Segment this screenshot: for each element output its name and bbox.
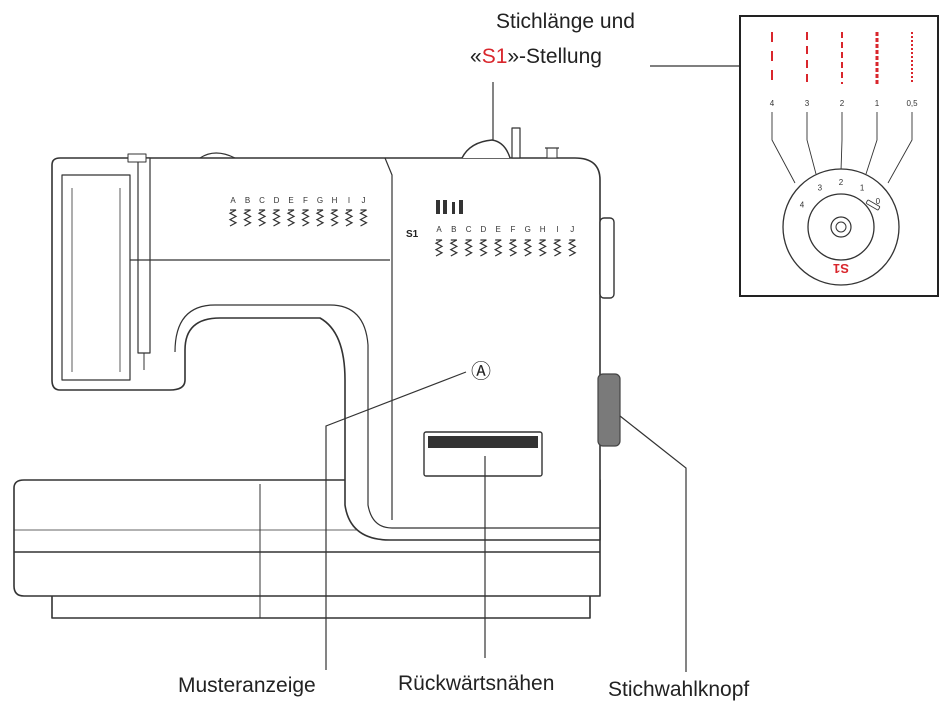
stitch-pattern-glyph	[493, 239, 503, 257]
quote-close: »-Stellung	[507, 45, 602, 68]
pattern-glyphs-right	[434, 239, 577, 257]
stitch-length-icons	[436, 200, 463, 214]
title-line-1: Stichlänge und	[496, 10, 635, 33]
panel-edge	[384, 157, 393, 520]
length-label: 0,5	[906, 99, 918, 108]
length-label: 4	[770, 99, 775, 108]
length-label: 1	[875, 99, 880, 108]
arm-inner-line	[174, 304, 600, 529]
pattern-letter: H	[332, 196, 338, 205]
label-stichwahlknopf: Stichwahlknopf	[608, 678, 749, 701]
dial-number: 3	[818, 183, 823, 192]
stitch-pattern-glyph	[567, 239, 577, 257]
pattern-letter: I	[556, 225, 558, 234]
pattern-letter: A	[436, 225, 442, 234]
label-musteranzeige: Musteranzeige	[178, 674, 316, 697]
stitch-length-knob	[461, 139, 511, 159]
pattern-glyphs-left	[228, 209, 368, 227]
sewing-machine	[13, 127, 621, 619]
callout-lines	[325, 65, 740, 672]
pattern-letter: E	[496, 225, 501, 234]
stitch-pattern-glyph	[228, 209, 238, 227]
stitch-pattern-glyph	[538, 239, 547, 257]
dial-connector	[806, 112, 817, 175]
dial-s1-mark	[865, 199, 881, 211]
pattern-letter: J	[570, 225, 574, 234]
handwheel	[599, 217, 615, 299]
stitch-pattern-glyph	[286, 209, 296, 227]
dial-number: 2	[839, 178, 844, 187]
stitch-selector-knob	[597, 373, 621, 447]
pattern-letter: D	[481, 225, 487, 234]
face-plate	[61, 174, 131, 381]
spool-holder-left	[199, 152, 236, 159]
dial-number: 1	[860, 183, 865, 192]
length-label: 2	[840, 99, 845, 108]
stitch-pattern-glyph	[330, 209, 339, 227]
s1-panel-label: S1	[406, 229, 419, 240]
dial-connectors	[771, 112, 913, 184]
pattern-letter: G	[525, 225, 531, 234]
pattern-letter: G	[317, 196, 323, 205]
reverse-lever	[428, 436, 538, 448]
quote-open: «	[470, 45, 482, 68]
pattern-letter: F	[511, 225, 516, 234]
stitch-pattern-glyph	[301, 209, 310, 227]
marker-a: Ⓐ	[471, 360, 491, 383]
pattern-letter: D	[274, 196, 280, 205]
s1-code: S1	[482, 45, 508, 68]
length-labels: 4 3 2 1 0,5	[770, 99, 918, 108]
pattern-letter: B	[245, 196, 250, 205]
dial-connector	[865, 112, 878, 175]
dial-center	[835, 221, 847, 233]
dial-s1-code: S1	[833, 261, 849, 276]
stitch-pattern-glyph	[257, 209, 267, 227]
pattern-letter: A	[230, 196, 236, 205]
base-foot	[51, 596, 591, 619]
stitch-pattern-glyph	[508, 239, 518, 257]
label-rueckwaertsnaehen: Rückwärtsnähen	[398, 672, 554, 695]
dial-connector	[840, 112, 843, 172]
stitch-pattern-glyph	[464, 239, 473, 257]
dial-number: 4	[800, 201, 805, 210]
stitch-pattern-glyph	[434, 239, 444, 257]
title-line-2: «S1»-Stellung	[470, 45, 602, 68]
dial-connector	[771, 112, 796, 184]
stitch-pattern-glyph	[449, 239, 459, 257]
spool-pin	[511, 127, 521, 159]
stitch-pattern-glyph	[479, 239, 488, 257]
pattern-letter: E	[288, 196, 293, 205]
stitch-length-inset: 4 3 2 1 0,5 4 3 2 1 0 S1	[739, 15, 939, 297]
stitch-pattern-glyph	[272, 209, 281, 227]
length-label: 3	[805, 99, 810, 108]
pattern-letter: J	[362, 196, 366, 205]
pattern-letter: H	[540, 225, 546, 234]
pattern-letter: C	[466, 225, 472, 234]
stitch-pattern-glyph	[523, 239, 533, 257]
bobbin-winder	[546, 147, 558, 159]
stitch-pattern-glyph	[243, 209, 252, 227]
stitch-pattern-glyph	[359, 209, 368, 227]
needle-clamp	[127, 153, 147, 163]
dial-numbers: 4 3 2 1 0	[800, 178, 881, 210]
callout-musteranzeige	[325, 371, 467, 670]
pattern-letter: F	[303, 196, 308, 205]
needle-bar	[137, 157, 151, 354]
dial-connector	[887, 112, 913, 184]
length-dash-samples	[771, 32, 913, 84]
stitch-pattern-glyph	[553, 239, 562, 257]
stitch-pattern-glyph	[315, 209, 325, 227]
pattern-letter: C	[259, 196, 265, 205]
pattern-letter: I	[348, 196, 350, 205]
pattern-letter: B	[451, 225, 456, 234]
dial-number: 0	[876, 197, 881, 206]
callout-stichwahlknopf	[619, 415, 687, 672]
stitch-pattern-glyph	[344, 209, 354, 227]
face-plate-detail	[71, 188, 121, 372]
